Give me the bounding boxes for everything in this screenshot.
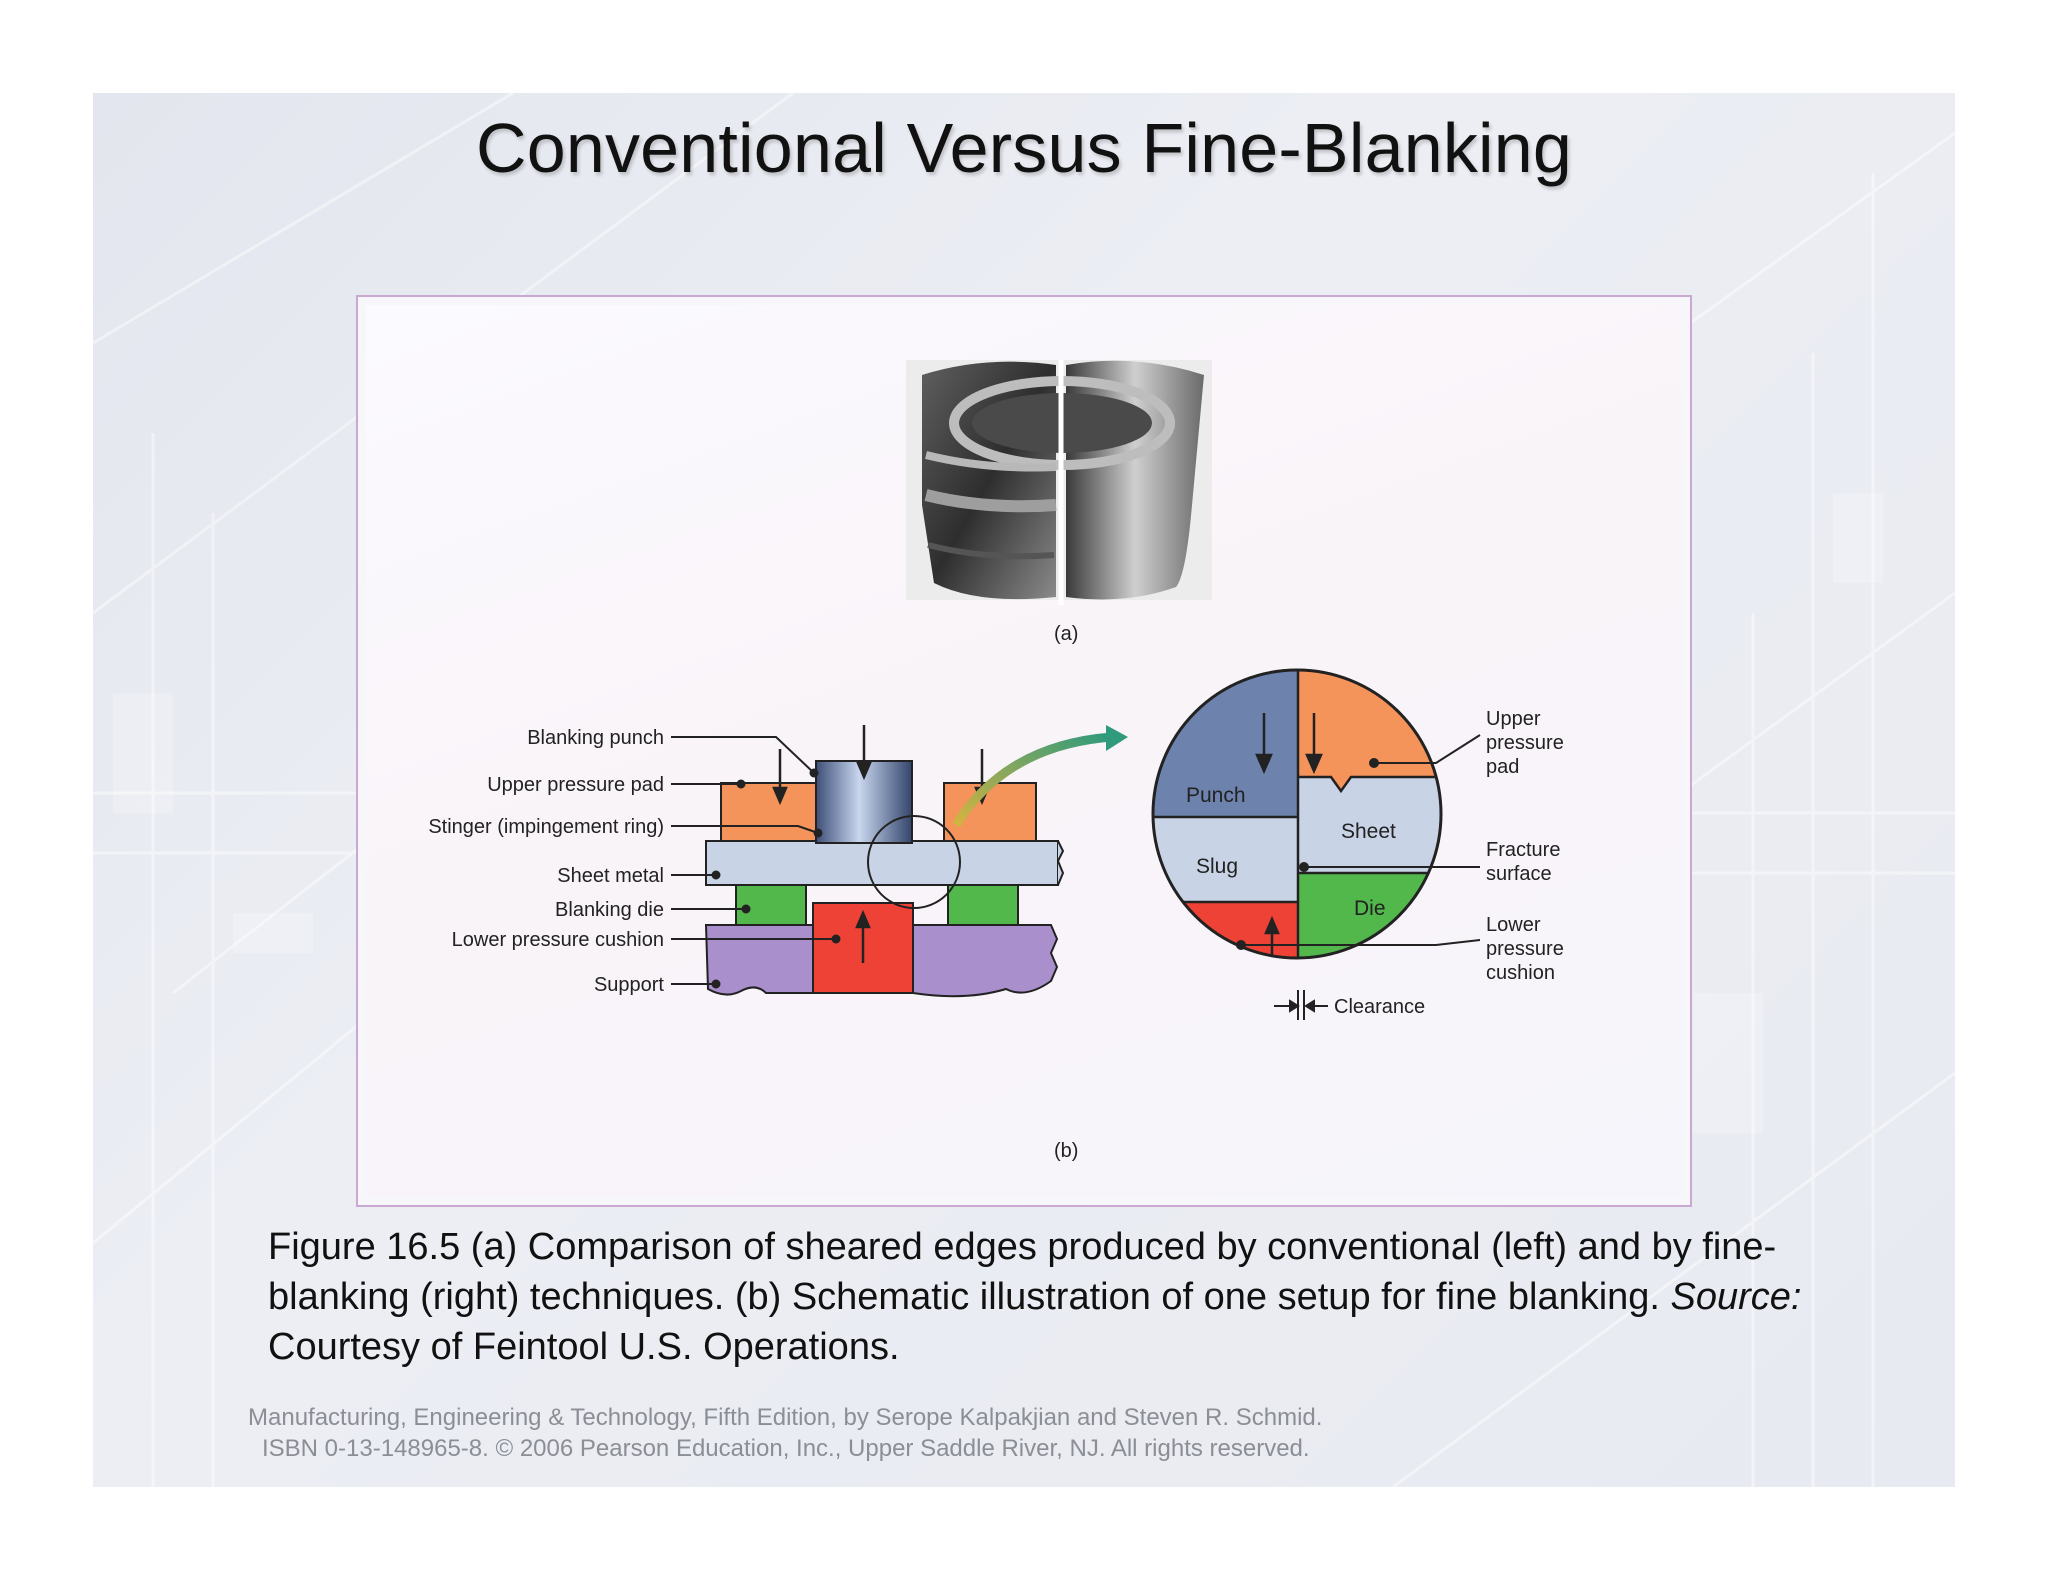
detail-lower-cushion-2: pressure [1486, 938, 1564, 960]
detail-clearance: Clearance [1334, 996, 1425, 1018]
detail-view [1153, 670, 1441, 958]
detail-label-slug: Slug [1196, 855, 1238, 878]
label-sheet-metal: Sheet metal [557, 865, 664, 887]
caption-source-label: Source: [1670, 1276, 1802, 1318]
label-support: Support [594, 974, 664, 996]
magnify-arrow [952, 732, 1113, 828]
caption-source: Courtesy of Feintool U.S. Operations. [268, 1326, 900, 1368]
detail-lower-cushion-1: Lower [1486, 914, 1541, 936]
detail-lower-cushion-3: cushion [1486, 962, 1555, 984]
caption-text: Figure 16.5 (a) Comparison of sheared ed… [268, 1226, 1777, 1318]
fine-blanking-setup [704, 725, 1128, 998]
detail-sheet [1298, 777, 1441, 873]
figure-illustration: (a) [428, 360, 1564, 1162]
label-blanking-punch: Blanking punch [527, 727, 664, 749]
credits-line-2: ISBN 0-13-148965-8. © 2006 Pearson Educa… [262, 1435, 1310, 1462]
detail-die [1298, 873, 1441, 958]
label-blanking-die: Blanking die [555, 899, 664, 921]
figure-frame: (a) [356, 295, 1692, 1207]
detail-circle [867, 815, 961, 909]
support-right [912, 924, 1059, 998]
detail-upper-pad-3: pad [1486, 756, 1519, 778]
detail-pressure-pad [1298, 670, 1441, 791]
copyright-footer: Manufacturing, Engineering & Technology,… [248, 1402, 1448, 1464]
sheet-metal [705, 840, 1059, 886]
detail-cushion [1153, 902, 1298, 958]
label-stinger: Stinger (impingement ring) [428, 816, 664, 838]
sheared-edges-photo [906, 360, 1212, 605]
background-texture [93, 93, 1955, 1487]
support-left [704, 924, 814, 996]
detail-label-sheet: Sheet [1341, 820, 1396, 843]
label-a: (a) [1054, 623, 1078, 645]
label-b: (b) [1054, 1140, 1078, 1162]
credits-line-1: Manufacturing, Engineering & Technology,… [248, 1404, 1323, 1431]
upper-pressure-pad-right [943, 782, 1037, 842]
detail-upper-pad-2: pressure [1486, 732, 1564, 754]
slide-title: Conventional Versus Fine-Blanking [475, 109, 1573, 187]
label-upper-pressure-pad: Upper pressure pad [487, 774, 664, 796]
detail-label-die: Die [1354, 897, 1386, 920]
figure-caption: Figure 16.5 (a) Comparison of sheared ed… [268, 1222, 1808, 1372]
detail-upper-pad-1: Upper [1486, 708, 1541, 730]
detail-fracture-2: surface [1486, 863, 1552, 885]
detail-slug [1153, 817, 1298, 902]
detail-fracture-1: Fracture [1486, 839, 1560, 861]
figure-panel: (a) [366, 305, 1682, 1197]
upper-pressure-pad-left [720, 782, 817, 842]
detail-label-punch: Punch [1186, 784, 1246, 807]
label-lower-pressure-cushion: Lower pressure cushion [452, 929, 664, 951]
